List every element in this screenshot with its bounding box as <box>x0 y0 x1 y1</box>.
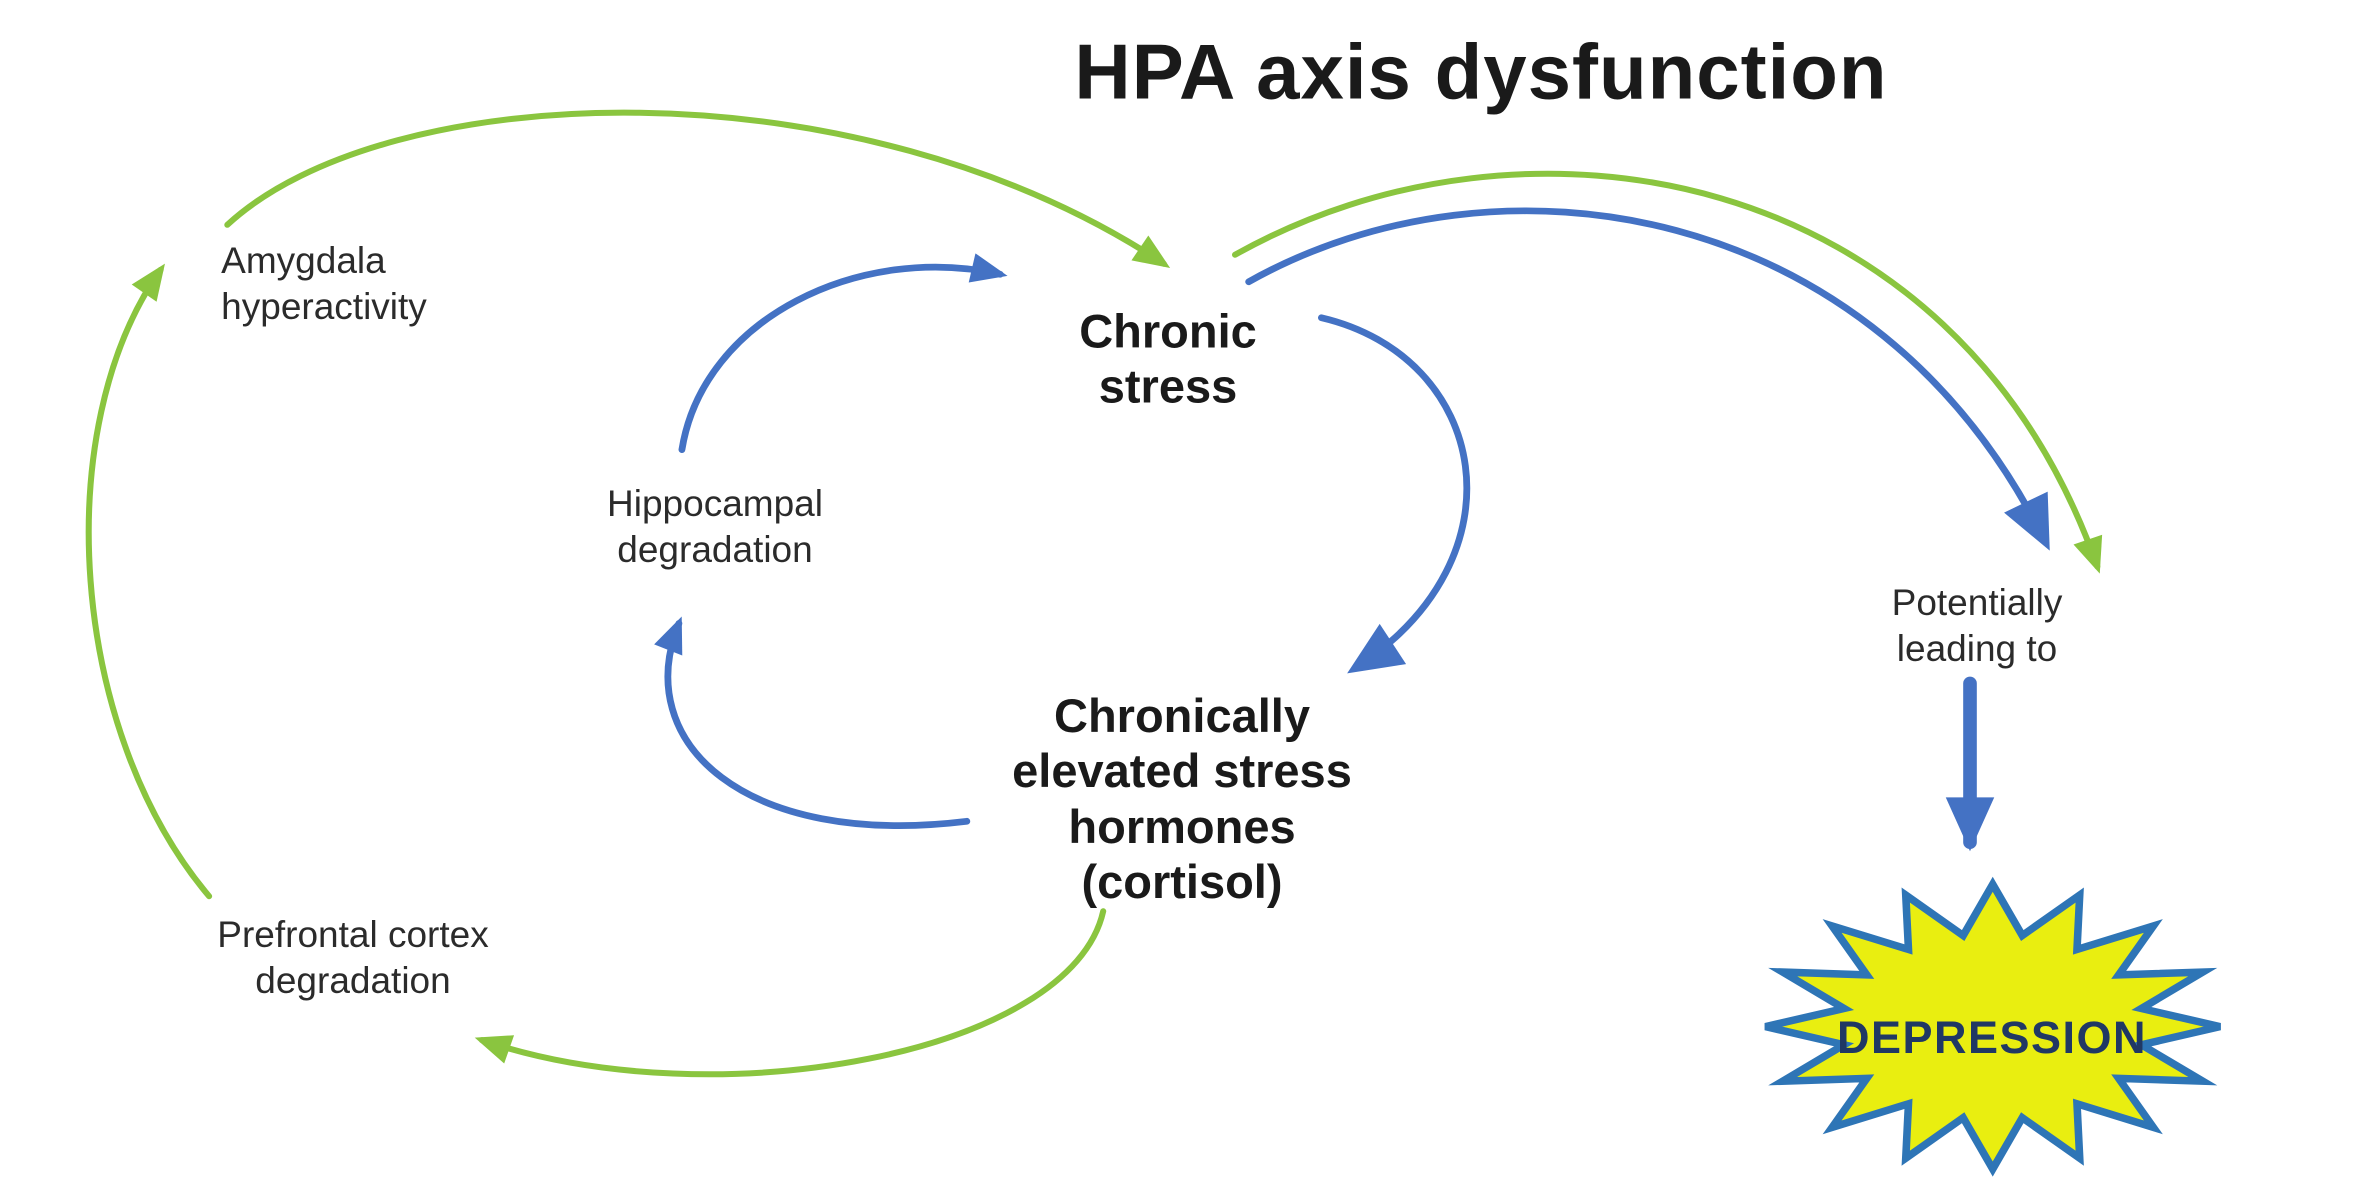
node-hippocampal-degradation: Hippocampal degradation <box>607 481 823 574</box>
node-amygdala-line1: Amygdala <box>221 239 386 281</box>
page-title: HPA axis dysfunction <box>1074 27 1888 116</box>
node-chronic-stress: Chronic stress <box>1079 304 1257 415</box>
node-amygdala-line2: hyperactivity <box>221 286 427 327</box>
node-chronic-stress-line2: stress <box>1098 360 1238 413</box>
node-hippocampal-line1: Hippocampal <box>607 482 823 524</box>
arrow-chronic-stress-to-potentially-blue <box>1245 207 2050 551</box>
node-potentially-line2: leading to <box>1896 628 2058 669</box>
arrow-chronic-stress-to-potentially-green <box>1232 170 2103 574</box>
node-chronic-stress-line1: Chronic <box>1079 304 1257 358</box>
node-stress-hormones-line2: elevated stress <box>1012 744 1352 798</box>
node-potentially-leading-to: Potentially leading to <box>1892 580 2063 673</box>
node-depression: DEPRESSION <box>1836 1012 2148 1063</box>
node-stress-hormones-line1: Chronically <box>1054 689 1310 743</box>
node-stress-hormones-line4: (cortisol) <box>1081 855 1283 909</box>
arrow-prefrontal-to-amygdala <box>85 263 213 900</box>
node-stress-hormones-line3: hormones <box>1068 800 1296 853</box>
arrow-chronic-stress-to-stress-hormones <box>1318 314 1471 674</box>
arrow-hippocampal-to-chronic-stress <box>678 253 1008 453</box>
arrow-stress-hormones-to-prefrontal <box>474 908 1107 1078</box>
node-prefrontal-line1: Prefrontal cortex <box>217 913 489 955</box>
arrow-stress-hormones-to-hippocampal <box>654 616 971 829</box>
node-prefrontal-line2: degradation <box>255 960 451 1001</box>
node-hippocampal-line2: degradation <box>617 529 813 570</box>
node-prefrontal-degradation: Prefrontal cortex degradation <box>217 912 488 1005</box>
node-potentially-line1: Potentially <box>1891 581 2063 623</box>
node-amygdala-hyperactivity: Amygdala hyperactivity <box>221 238 427 331</box>
node-stress-hormones: Chronically elevated stress hormones (co… <box>1012 688 1352 910</box>
depression-starburst <box>1764 876 2221 1177</box>
arrow-amygdala-to-chronic-stress <box>224 109 1171 268</box>
